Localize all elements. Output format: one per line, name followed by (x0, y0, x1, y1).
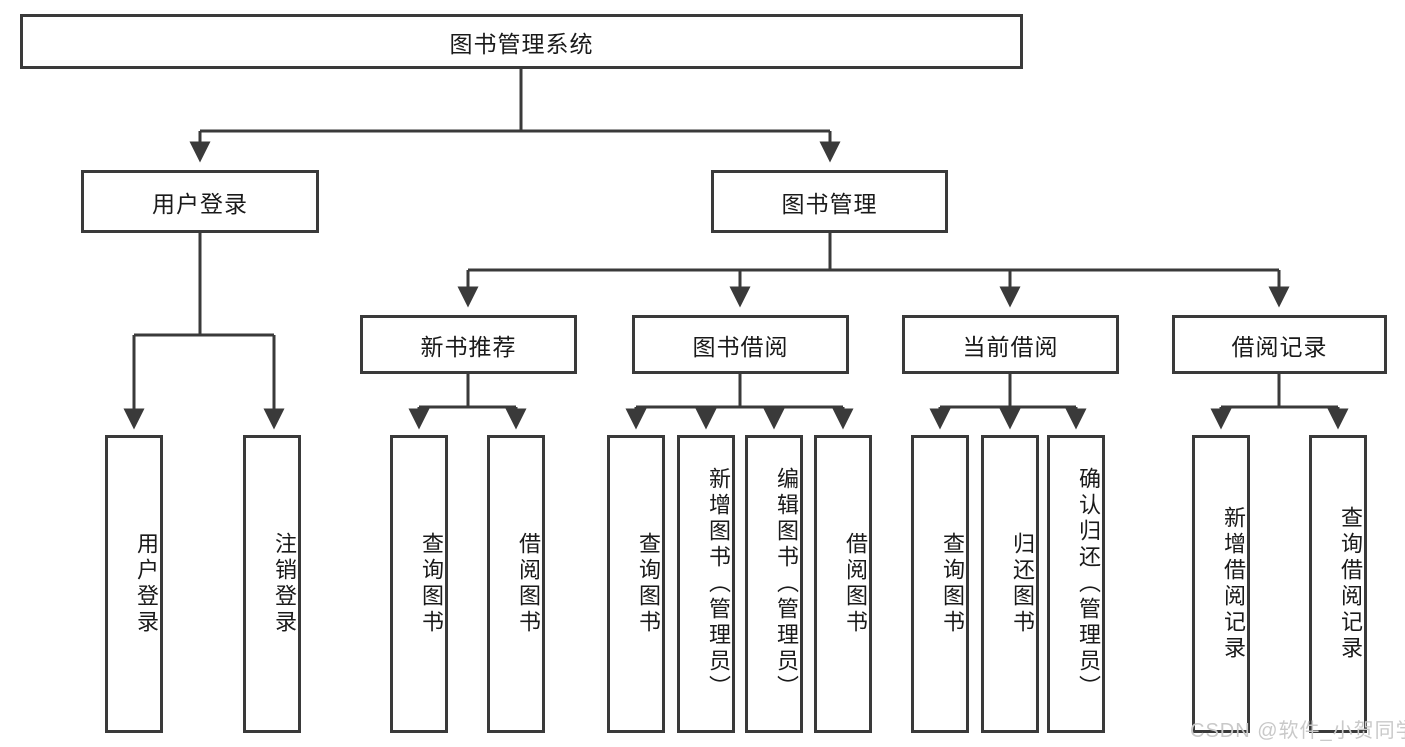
leaf-current-borrow-confirm-admin[interactable]: 确认归还（管理员） (1047, 435, 1105, 733)
leaf-borrow-record-query[interactable]: 查询借阅记录 (1309, 435, 1367, 733)
node-borrow-record[interactable]: 借阅记录 (1172, 315, 1387, 374)
node-root-system[interactable]: 图书管理系统 (20, 14, 1023, 69)
csdn-watermark: CSDN @软件_小贺同学 (1190, 720, 1405, 742)
leaf-current-borrow-return[interactable]: 归还图书 (981, 435, 1039, 733)
node-new-book-recommend[interactable]: 新书推荐 (360, 315, 577, 374)
leaf-book-borrow-query[interactable]: 查询图书 (607, 435, 665, 733)
leaf-book-borrow-edit-admin[interactable]: 编辑图书（管理员） (745, 435, 803, 733)
node-book-management[interactable]: 图书管理 (711, 170, 948, 233)
node-book-borrow[interactable]: 图书借阅 (632, 315, 849, 374)
leaf-user-login-signin[interactable]: 用户登录 (105, 435, 163, 733)
leaf-user-login-signout[interactable]: 注销登录 (243, 435, 301, 733)
leaf-current-borrow-query[interactable]: 查询图书 (911, 435, 969, 733)
leaf-book-borrow-borrow[interactable]: 借阅图书 (814, 435, 872, 733)
leaf-book-borrow-add-admin[interactable]: 新增图书（管理员） (677, 435, 735, 733)
leaf-new-book-borrow[interactable]: 借阅图书 (487, 435, 545, 733)
leaf-borrow-record-add[interactable]: 新增借阅记录 (1192, 435, 1250, 733)
node-current-borrow[interactable]: 当前借阅 (902, 315, 1119, 374)
node-user-login[interactable]: 用户登录 (81, 170, 319, 233)
leaf-new-book-query[interactable]: 查询图书 (390, 435, 448, 733)
